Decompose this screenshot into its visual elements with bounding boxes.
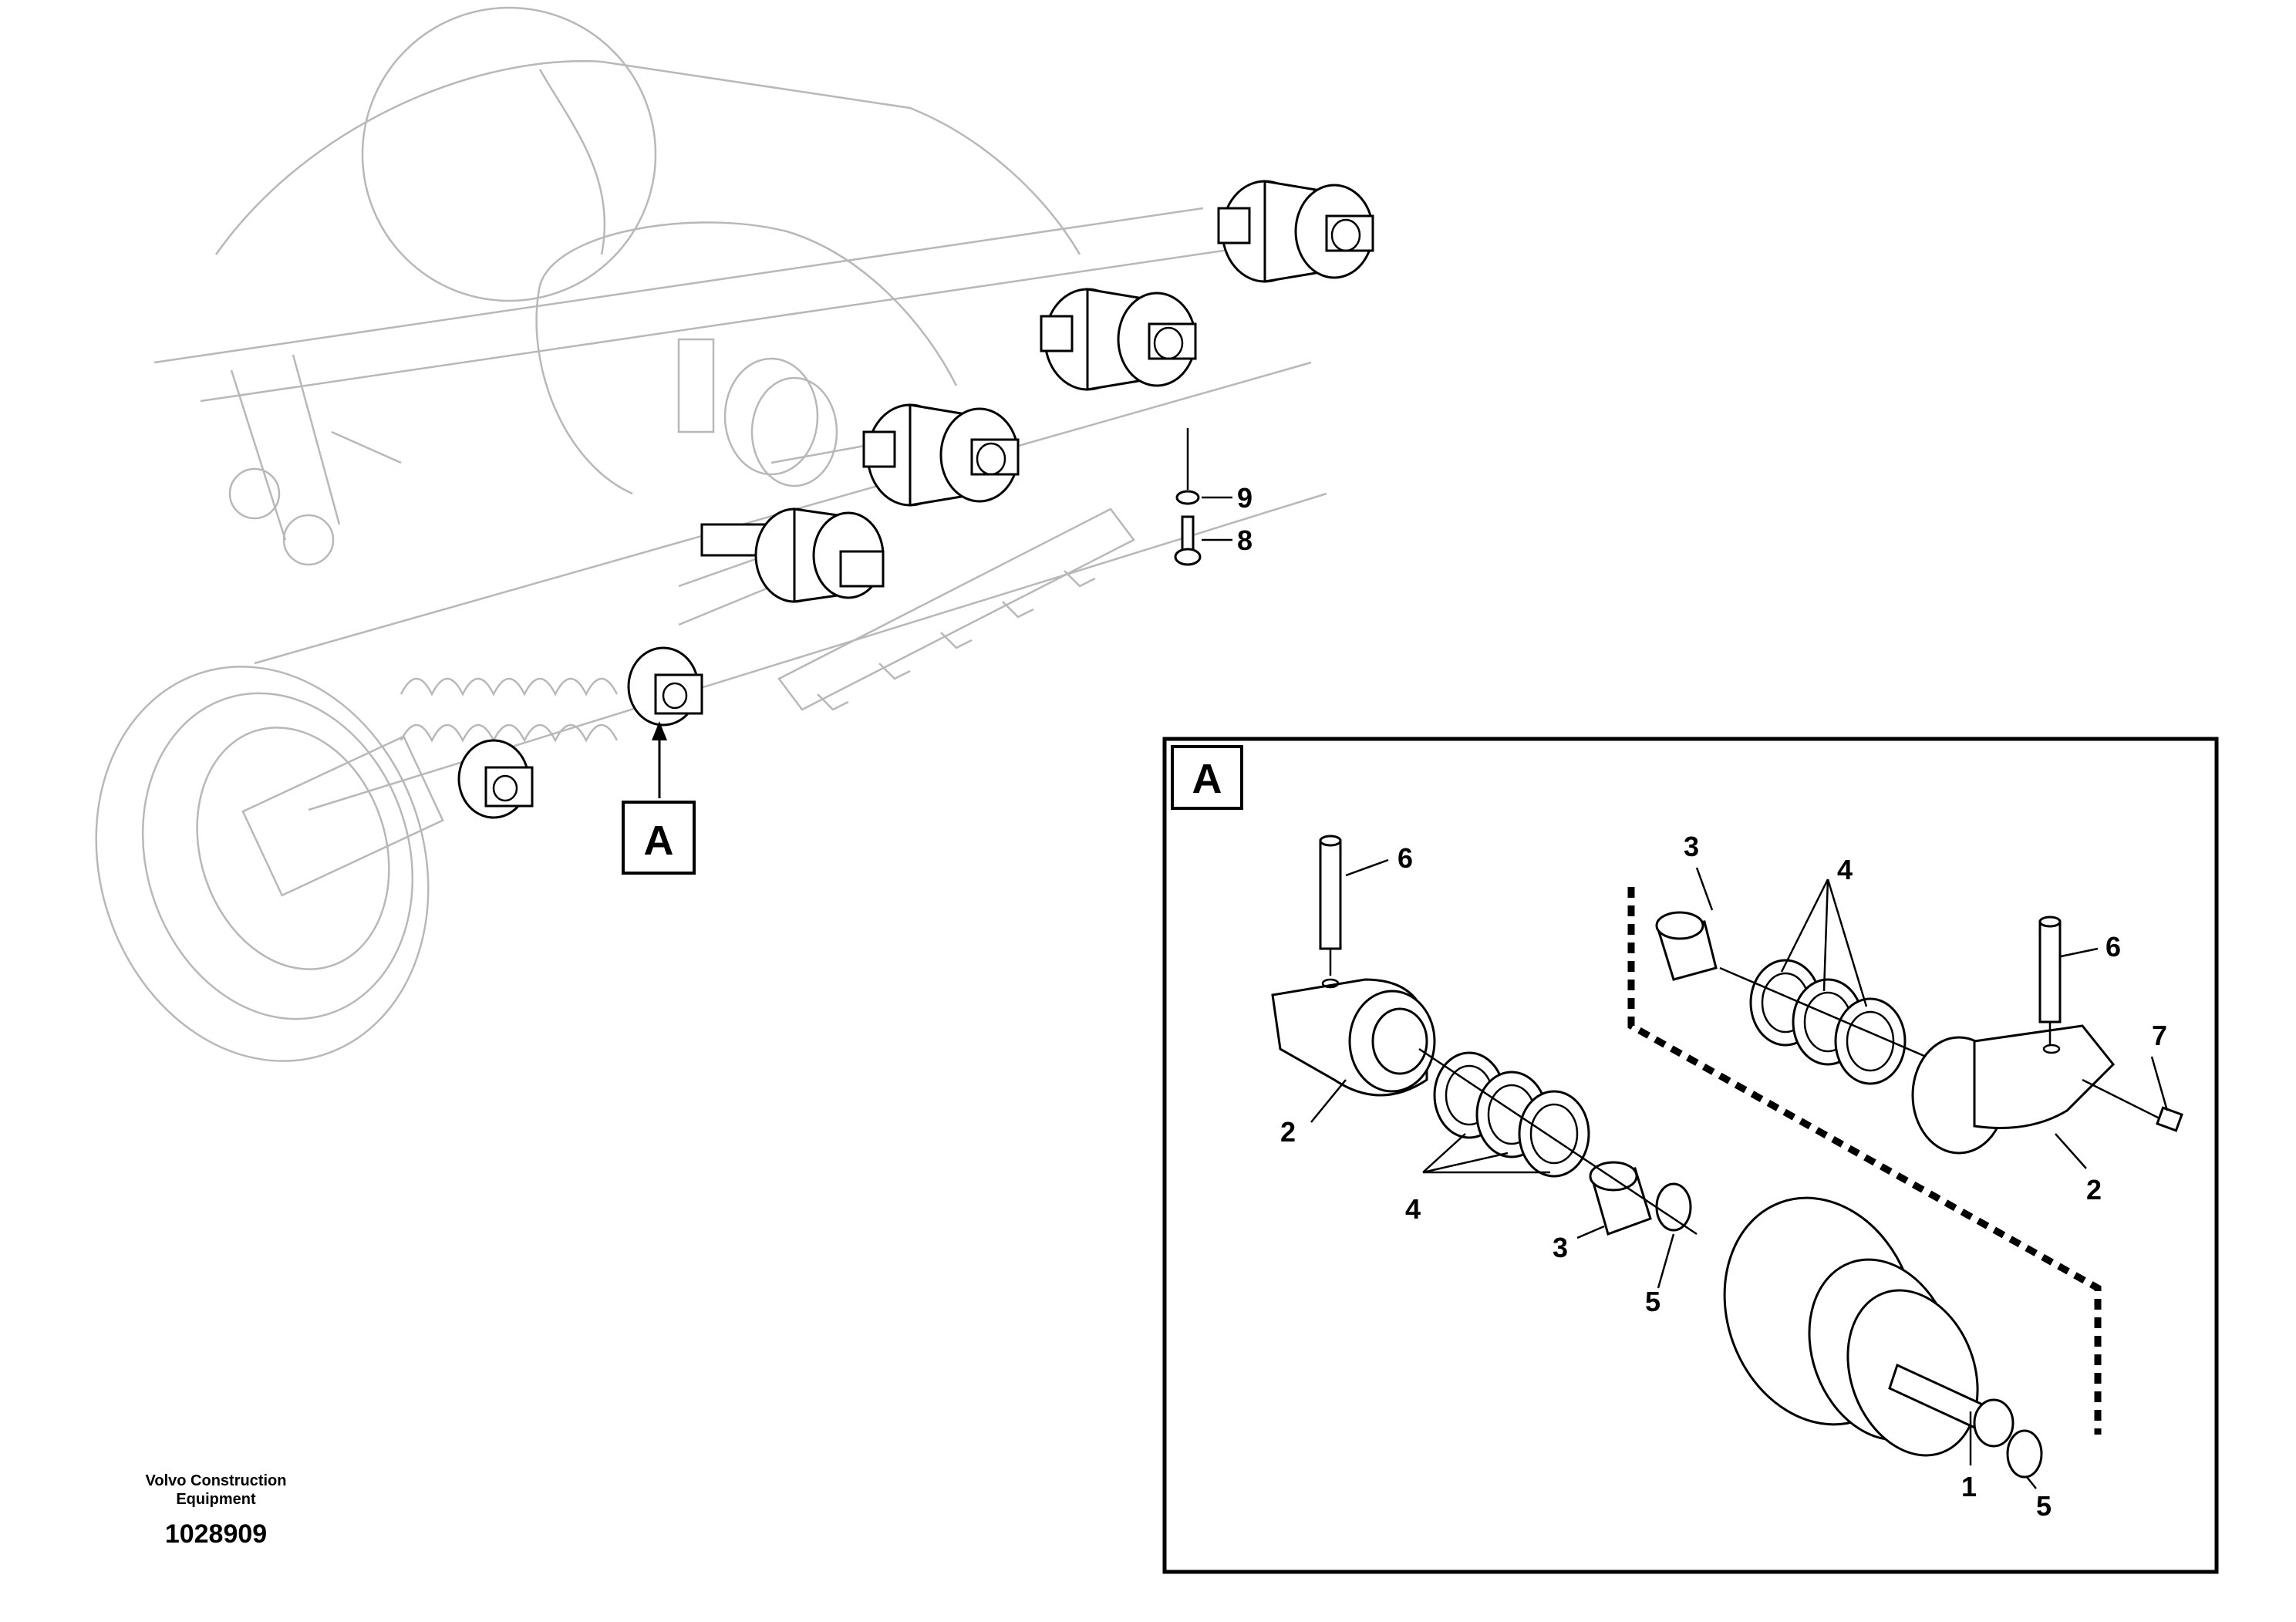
detail-labels: 6 3 4 6 7 2 2 4 3 5 1 5: [1280, 831, 2167, 1522]
track-roller: [457, 739, 534, 819]
track-roller: [1217, 180, 1374, 283]
detail-label: 4: [1837, 854, 1853, 885]
overview-label: 8: [1237, 524, 1253, 556]
undercarriage-frame: [95, 6, 1327, 1062]
detail-label: 4: [1405, 1193, 1421, 1225]
drawing-footer: Volvo Construction Equipment 1028909: [116, 1472, 316, 1549]
overview-label: 9: [1237, 482, 1253, 514]
detail-label: 6: [1397, 842, 1413, 874]
callout-a-box: [622, 801, 696, 875]
detail-label: 5: [2036, 1490, 2052, 1522]
mirror-side-boundary: [1627, 887, 2102, 1435]
detail-label: 6: [2106, 931, 2121, 963]
detail-label: 7: [2152, 1020, 2167, 1051]
drawing-number: 1028909: [164, 1519, 268, 1549]
detail-label: 2: [2086, 1174, 2102, 1206]
detail-label: 1: [1961, 1471, 1977, 1502]
detail-label: 3: [1684, 831, 1699, 862]
brand-line-2: Equipment: [176, 1491, 256, 1508]
track-roller: [862, 403, 1020, 507]
detail-label: 5: [1645, 1286, 1660, 1317]
brand-line-1: Volvo Construction: [145, 1472, 287, 1489]
detail-parts: [1271, 835, 2183, 1489]
track-roller: [700, 508, 885, 603]
detail-label: 2: [1280, 1116, 1296, 1148]
track-roller: [627, 646, 703, 727]
detail-label: 3: [1553, 1232, 1568, 1263]
overview-hardware: [1174, 428, 1232, 566]
detail-view-tag-box: [1171, 745, 1243, 810]
track-roller: [1040, 288, 1197, 391]
callout-a-pointer: [652, 721, 667, 798]
detail-view-tag-label: A: [1192, 756, 1222, 802]
track-rollers: [457, 180, 1374, 819]
callout-a-label: A: [644, 818, 674, 864]
